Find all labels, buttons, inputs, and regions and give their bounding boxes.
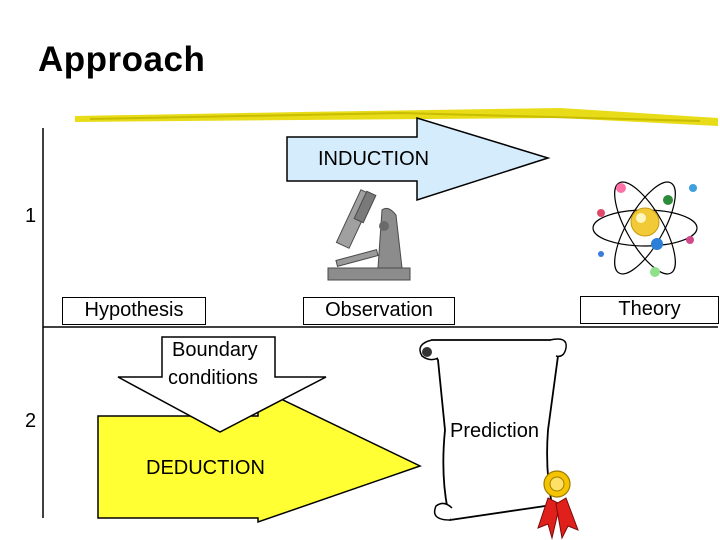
step-1-label: 1 <box>25 205 37 227</box>
award-ribbon-icon <box>537 470 579 540</box>
prediction-label: Prediction <box>450 420 539 442</box>
step-2-label: 2 <box>25 410 37 432</box>
title-underline <box>75 108 718 126</box>
hypothesis-box: Hypothesis <box>62 297 206 325</box>
induction-arrow <box>286 116 551 202</box>
deduction-label: DEDUCTION <box>146 457 265 479</box>
scroll-icon <box>419 338 567 522</box>
theory-box: Theory <box>580 296 719 324</box>
boundary-conditions-line1: Boundary <box>172 339 258 361</box>
slide-title: Approach <box>38 40 206 79</box>
observation-box: Observation <box>303 297 455 325</box>
atom-icon <box>592 181 698 277</box>
boundary-conditions-line2: conditions <box>168 367 259 389</box>
microscope-icon <box>327 189 411 281</box>
boundary-conditions-arrow <box>117 336 327 433</box>
induction-label: INDUCTION <box>318 148 430 170</box>
